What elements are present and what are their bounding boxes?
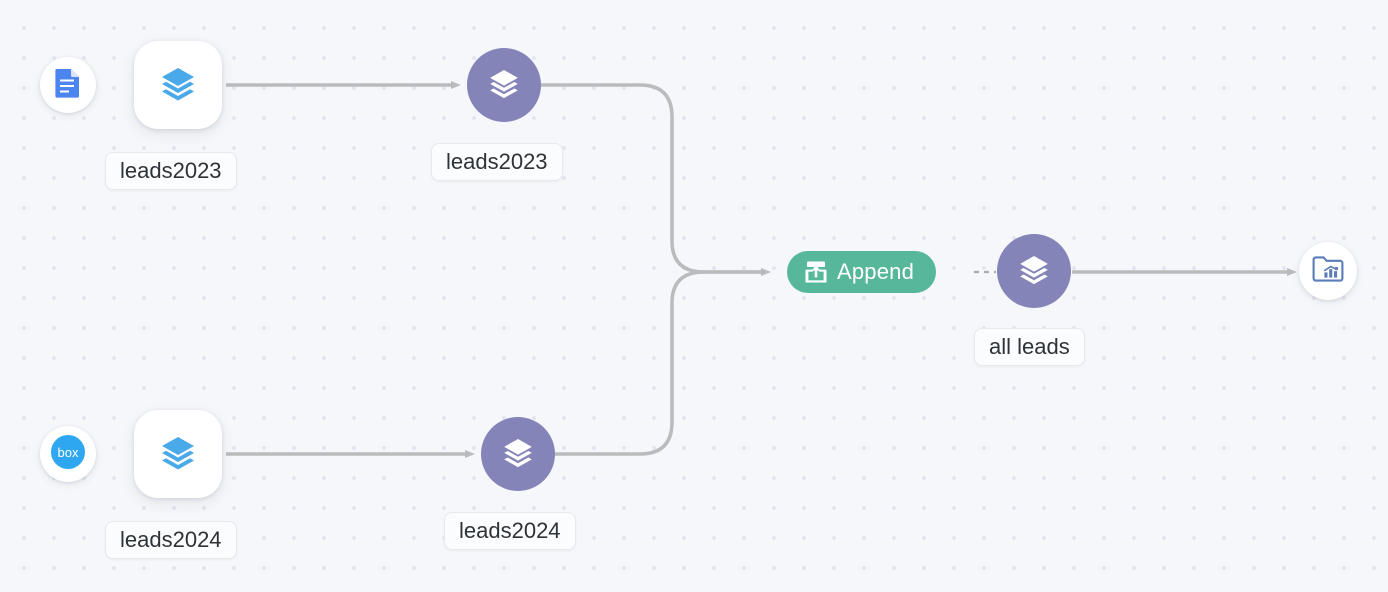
google-docs-source[interactable] xyxy=(40,57,96,113)
layers-icon xyxy=(1015,250,1053,293)
layers-icon xyxy=(156,61,200,110)
edge-stage2023-to-append xyxy=(541,83,771,276)
layers-icon xyxy=(485,64,523,107)
output-all-leads-label: all leads xyxy=(974,328,1085,366)
stage-leads2023[interactable] xyxy=(467,48,541,122)
edge-stage2024-to-append xyxy=(555,270,762,456)
append-upload-icon xyxy=(804,261,828,283)
stage-leads2024-label: leads2024 xyxy=(444,512,576,550)
destination-folder[interactable] xyxy=(1299,242,1357,300)
dataset-leads2024-input-label: leads2024 xyxy=(105,521,237,559)
svg-text:box: box xyxy=(58,445,79,460)
layers-icon xyxy=(156,430,200,479)
folder-chart-icon xyxy=(1312,255,1344,288)
dataset-leads2023-input-label: leads2023 xyxy=(105,152,237,190)
append-operation-label: Append xyxy=(837,259,915,284)
dataset-leads2024-input[interactable] xyxy=(134,410,222,498)
box-source[interactable]: box xyxy=(40,426,96,482)
output-all-leads[interactable] xyxy=(997,234,1071,308)
dataset-leads2023-input[interactable] xyxy=(134,41,222,129)
google-docs-icon xyxy=(54,68,82,103)
layers-icon xyxy=(499,433,537,476)
append-operation-button[interactable]: Append xyxy=(787,251,937,293)
stage-leads2024[interactable] xyxy=(481,417,555,491)
box-logo-icon: box xyxy=(51,434,85,474)
stage-leads2023-label: leads2023 xyxy=(431,143,563,181)
